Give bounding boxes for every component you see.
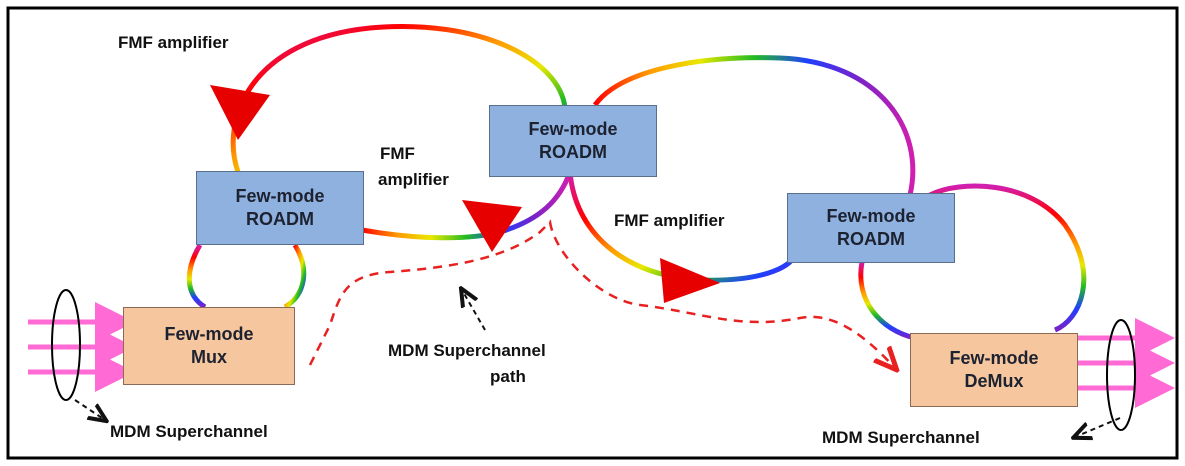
amp-label-mid-1: FMF: [380, 144, 415, 163]
demux-line1: Few-mode: [949, 348, 1039, 368]
outer-border: [6, 6, 1179, 460]
mux-line2: Mux: [191, 347, 227, 367]
superchannel-right-pointer: [1075, 417, 1121, 437]
fiber-link-mux-roadm1-left: [186, 243, 207, 310]
amp-label-top: FMF amplifier: [118, 33, 229, 52]
mux-box: Few-mode Mux: [123, 307, 295, 385]
path-label-1: MDM Superchannel: [388, 341, 546, 360]
fiber-link-roadm3-demux: [858, 261, 916, 341]
superchannel-left-pointer: [74, 399, 105, 420]
roadm-center-line1: Few-mode: [528, 119, 618, 139]
roadm-center-line2: ROADM: [539, 142, 607, 162]
path-label-2: path: [490, 367, 526, 386]
roadm-right-line2: ROADM: [837, 229, 905, 249]
fiber-link-mux-roadm1-right: [283, 243, 307, 310]
amp-label-mid-2: amplifier: [378, 170, 449, 189]
fmf-amplifier-triangle-top: [210, 85, 270, 140]
mux-line1: Few-mode: [164, 324, 254, 344]
roadm-box-center: Few-mode ROADM: [489, 105, 657, 177]
superchannel-label-left: MDM Superchannel: [110, 422, 268, 441]
superchannel-ellipse-left: [51, 289, 81, 401]
roadm-box-left: Few-mode ROADM: [196, 171, 364, 245]
roadm-left-line1: Few-mode: [235, 186, 325, 206]
fmf-amplifier-triangle-right: [660, 258, 720, 303]
path-label-pointer: [462, 290, 486, 331]
fiber-ring-right: [928, 183, 1087, 333]
fiber-ring-top-right: [592, 55, 916, 196]
mdm-superchannel-path: [308, 219, 895, 368]
fmf-amplifier-triangle-mid: [462, 200, 522, 252]
demux-box: Few-mode DeMux: [910, 333, 1078, 407]
demux-line2: DeMux: [964, 371, 1024, 391]
amp-label-right: FMF amplifier: [614, 211, 725, 230]
superchannel-label-right: MDM Superchannel: [822, 428, 980, 447]
superchannel-ellipse-right: [1106, 319, 1136, 431]
roadm-left-line2: ROADM: [246, 209, 314, 229]
roadm-box-right: Few-mode ROADM: [787, 193, 955, 263]
roadm-right-line1: Few-mode: [826, 206, 916, 226]
